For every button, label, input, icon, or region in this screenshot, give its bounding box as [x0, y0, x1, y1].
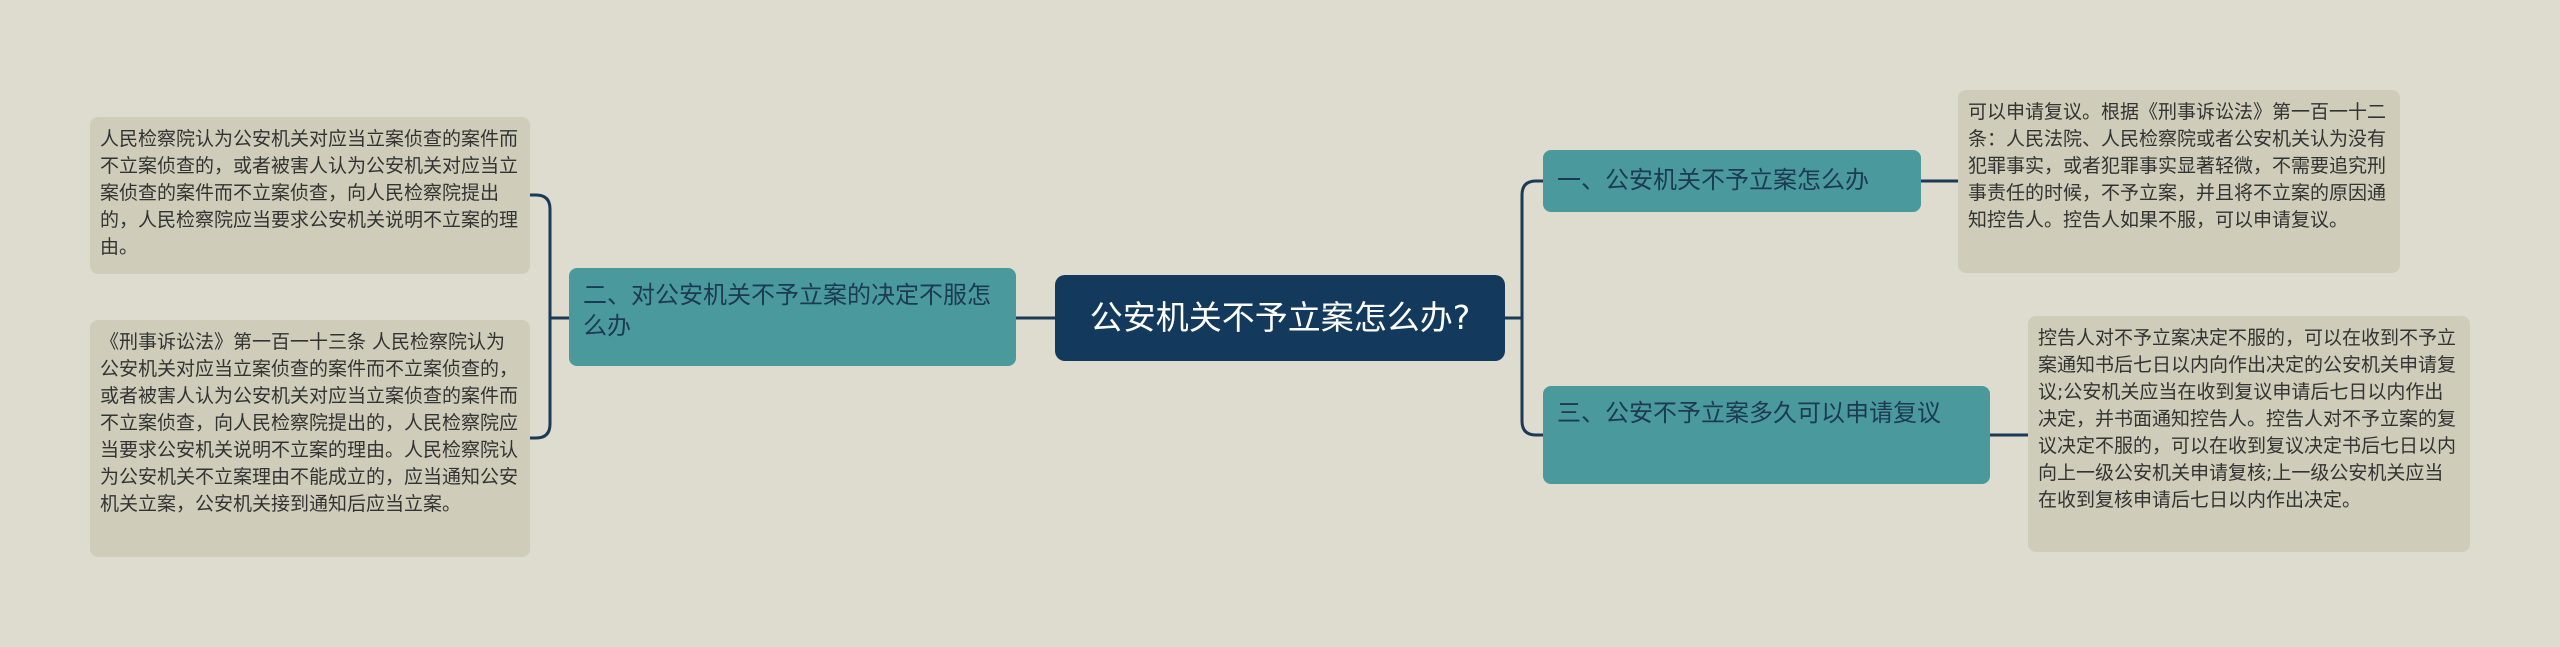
connector-left-spine	[530, 193, 552, 440]
leaf-right-timeline: 控告人对不予立案决定不服的，可以在收到不予立案通知书后七日以内向作出决定的公安机…	[2028, 316, 2470, 552]
leaf-left-law-article: 《刑事诉讼法》第一百一十三条 人民检察院认为公安机关对应当立案侦查的案件而不立案…	[90, 320, 530, 557]
branch-right-how-long[interactable]: 三、公安不予立案多久可以申请复议	[1543, 386, 1990, 484]
leaf-right-review: 可以申请复议。根据《刑事诉讼法》第一百一十二条：人民法院、人民检察院或者公安机关…	[1958, 90, 2400, 273]
branch-right-what-to-do[interactable]: 一、公安机关不予立案怎么办	[1543, 150, 1921, 212]
connector-right-spine	[1520, 179, 1543, 437]
root-node[interactable]: 公安机关不予立案怎么办?	[1055, 275, 1505, 361]
leaf-left-explanation: 人民检察院认为公安机关对应当立案侦查的案件而不立案侦查的，或者被害人认为公安机关…	[90, 117, 530, 274]
branch-left-objection[interactable]: 二、对公安机关不予立案的决定不服怎么办	[569, 268, 1016, 366]
